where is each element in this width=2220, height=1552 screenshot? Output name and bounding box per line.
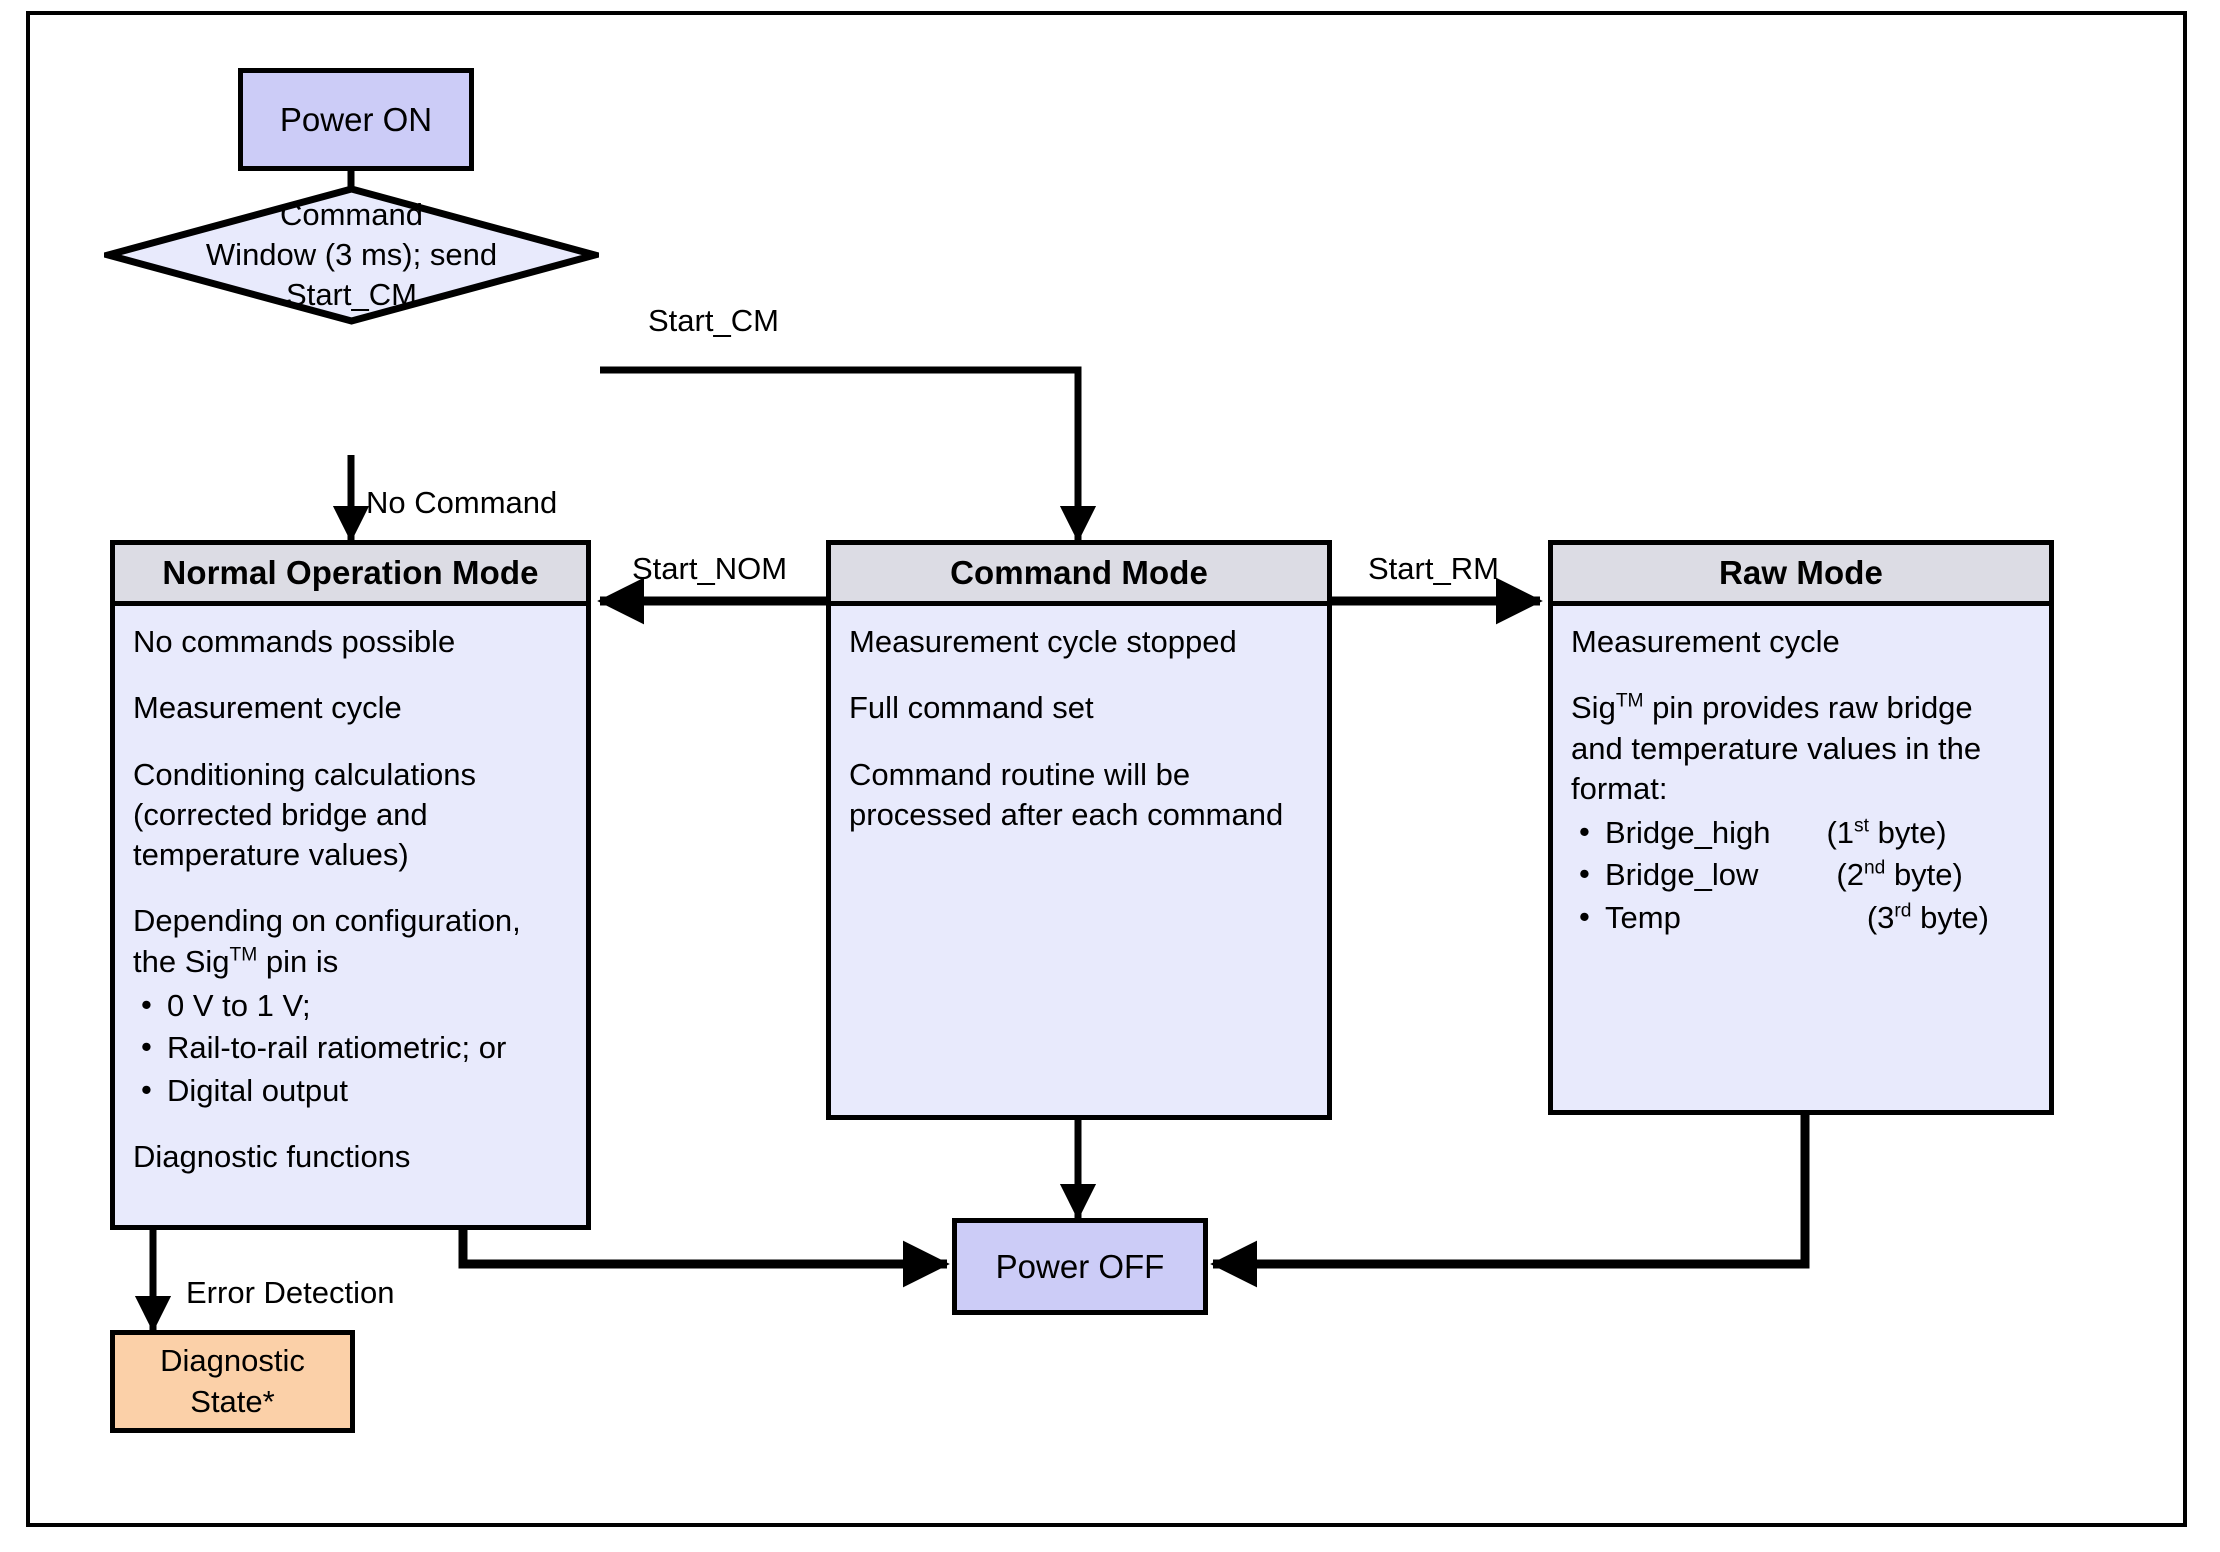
rm-bullet-order-suffix: nd — [1863, 858, 1886, 880]
panel-raw-mode[interactable]: Raw Mode Measurement cycle SigTM pin pro… — [1548, 540, 2054, 1115]
nom-paragraph-2: Measurement cycle — [133, 690, 402, 726]
edge-label-start-rm: Start_RM — [1368, 551, 1499, 586]
edge-normal-mode-to-power-off — [458, 1230, 950, 1288]
nom-paragraph-1: No commands possible — [133, 624, 456, 659]
rm-bullet-name: Temp — [1605, 899, 1681, 935]
rm-bullet-unit: byte) — [1868, 815, 1947, 851]
rm-bullet-order-suffix: st — [1854, 815, 1869, 837]
node-diagnostic-state[interactable]: Diagnostic State* — [110, 1330, 355, 1433]
nom-paragraph-4: Depending on configuration, the SigTM pi… — [133, 901, 568, 982]
nom-paragraph-3: Conditioning calculations (corrected bri… — [133, 756, 476, 873]
rm-sig-pre: Sig — [1571, 690, 1616, 726]
panel-normal-operation-mode[interactable]: Normal Operation Mode No commands possib… — [110, 540, 591, 1230]
power-off-label: Power OFF — [995, 1247, 1165, 1285]
cm-paragraph-1: Measurement cycle stopped — [849, 624, 1237, 659]
rm-bullet-order: 2 — [1846, 857, 1864, 893]
rm-paragraph-2: SigTM pin provides raw bridge and temper… — [1571, 688, 2031, 809]
rm-bullet-unit: byte) — [1911, 899, 1989, 935]
diagnostic-state-line-1: Diagnostic — [160, 1343, 305, 1379]
rm-bullet-name: Bridge_low — [1605, 857, 1759, 893]
rm-bullet-item: Bridge_low(2nd byte) — [1571, 854, 2031, 895]
cm-paragraph-3: Command routine will be processed after … — [849, 756, 1284, 832]
nom-sig-trademark: TM — [229, 944, 258, 966]
edge-label-start-cm: Start_CM — [648, 303, 779, 338]
command-mode-body: Measurement cycle stopped Full command s… — [831, 606, 1327, 1115]
edge-label-error-detection: Error Detection — [186, 1275, 395, 1310]
rm-bullet-list: Bridge_high(1st byte) Bridge_low(2nd byt… — [1571, 812, 2031, 938]
nom-sig-post: pin is — [257, 943, 339, 979]
cm-paragraph-2: Full command set — [849, 690, 1094, 726]
normal-operation-mode-body: No commands possible Measurement cycle C… — [115, 606, 586, 1225]
node-power-off[interactable]: Power OFF — [952, 1218, 1208, 1315]
rm-bullet-order-suffix: rd — [1894, 900, 1912, 922]
decision-command-window[interactable]: Command Window (3 ms); send Start_CM — [94, 185, 609, 325]
nom-paragraph-5: Diagnostic functions — [133, 1138, 411, 1174]
rm-paragraph-1: Measurement cycle — [1571, 624, 1840, 659]
power-on-label: Power ON — [279, 100, 433, 138]
rm-sig-trademark: TM — [1615, 690, 1644, 712]
node-power-on[interactable]: Power ON — [238, 68, 474, 171]
diagnostic-state-line-2: State* — [190, 1383, 275, 1419]
nom-bullet-list: 0 V to 1 V; Rail-to-rail ratiometric; or… — [133, 985, 568, 1111]
rm-bullet-item: Temp(3rd byte) — [1571, 897, 2031, 938]
edge-label-no-command: No Command — [366, 485, 558, 520]
rm-bullet-name: Bridge_high — [1605, 815, 1771, 851]
raw-mode-body: Measurement cycle SigTM pin provides raw… — [1553, 606, 2049, 1110]
rm-bullet-item: Bridge_high(1st byte) — [1571, 812, 2031, 853]
nom-bullet-item: Rail-to-rail ratiometric; or — [133, 1027, 568, 1068]
nom-bullet-item: Digital output — [133, 1070, 568, 1111]
rm-bullet-order: 1 — [1836, 815, 1855, 851]
rm-sig-post: pin provides raw bridge and temperature … — [1571, 690, 1982, 806]
edge-label-start-nom: Start_NOM — [632, 551, 788, 586]
edge-raw-mode-to-power-off — [1210, 1115, 1810, 1288]
rm-bullet-unit: byte) — [1885, 857, 1963, 893]
panel-command-mode[interactable]: Command Mode Measurement cycle stopped F… — [826, 540, 1332, 1120]
nom-sig-pre: Depending on configuration, the Sig — [133, 903, 521, 979]
normal-operation-mode-header: Normal Operation Mode — [115, 545, 586, 606]
nom-bullet-item: 0 V to 1 V; — [133, 985, 568, 1026]
edge-decision-to-command-mode — [600, 366, 1097, 543]
rm-bullet-order: 3 — [1877, 899, 1895, 935]
decision-diamond-shape — [94, 185, 609, 325]
raw-mode-header: Raw Mode — [1553, 545, 2049, 606]
command-mode-header: Command Mode — [831, 545, 1327, 606]
